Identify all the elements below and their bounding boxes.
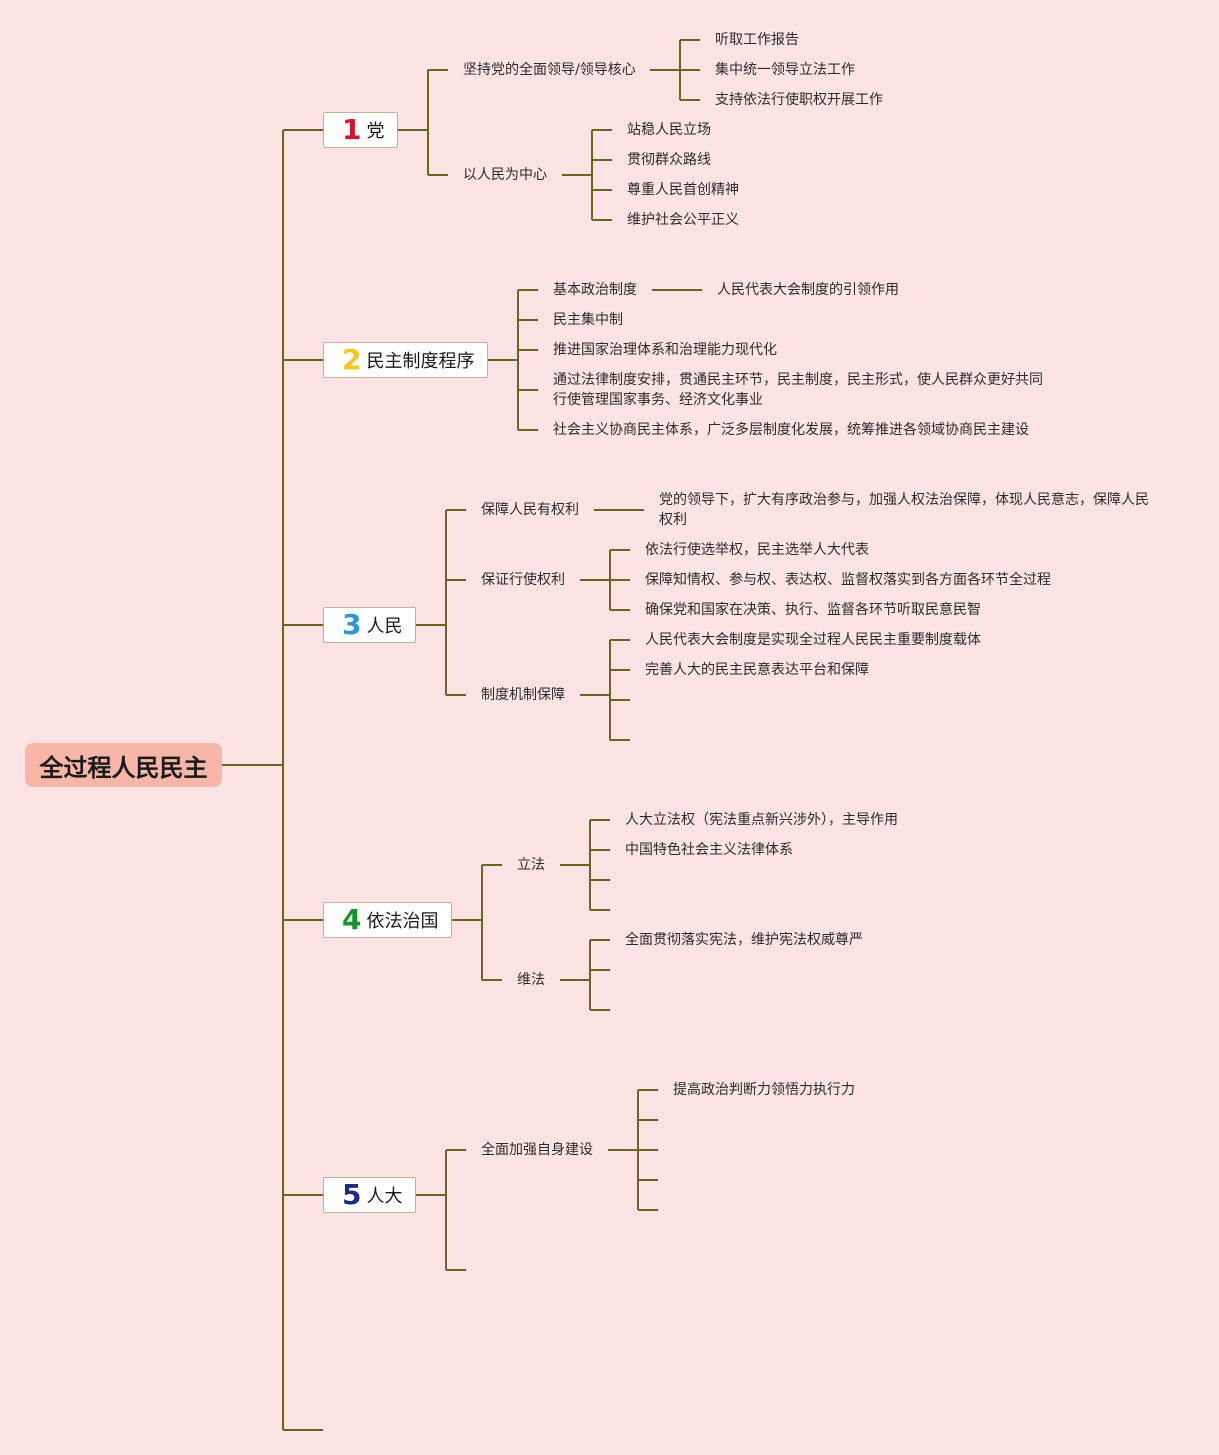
branch-5-topic[interactable]: 5 人大 bbox=[323, 1177, 416, 1213]
leaf-topic[interactable]: 人大立法权（宪法重点新兴涉外），主导作用 bbox=[625, 812, 898, 828]
leaf-topic[interactable]: 确保党和国家在决策、执行、监督各环节听取民意民智 bbox=[645, 602, 981, 618]
subtopic[interactable]: 民主集中制 bbox=[553, 312, 623, 328]
subtopic[interactable]: 全面加强自身建设 bbox=[481, 1142, 593, 1158]
subtopic[interactable]: 基本政治制度 bbox=[553, 282, 637, 298]
leaf-topic[interactable]: 全面贯彻落实宪法，维护宪法权威尊严 bbox=[625, 932, 863, 948]
leaf-topic[interactable]: 维护社会公平正义 bbox=[627, 212, 739, 228]
subtopic[interactable]: 维法 bbox=[517, 972, 545, 988]
subtopic[interactable]: 立法 bbox=[517, 857, 545, 873]
leaf-topic[interactable]: 听取工作报告 bbox=[715, 32, 799, 48]
branch-2-label: 民主制度程序 bbox=[366, 351, 475, 372]
number-4-icon: 4 bbox=[342, 903, 362, 936]
leaf-topic[interactable]: 党的领导下，扩大有序政治参与，加强人权法治保障，体现人民意志，保障人民权利 bbox=[659, 492, 1149, 528]
number-5-icon: 5 bbox=[342, 1178, 362, 1211]
subtopic[interactable]: 坚持党的全面领导/领导核心 bbox=[463, 62, 636, 78]
leaf-topic[interactable]: 人民代表大会制度的引领作用 bbox=[717, 282, 899, 298]
leaf-topic[interactable]: 集中统一领导立法工作 bbox=[715, 62, 855, 78]
branch-2-topic[interactable]: 2 民主制度程序 bbox=[323, 342, 488, 378]
subtopic[interactable]: 以人民为中心 bbox=[463, 167, 547, 183]
subtopic[interactable]: 通过法律制度安排，贯通民主环节，民主制度，民主形式，使人民群众更好共同行使管理国… bbox=[553, 372, 1043, 408]
leaf-topic[interactable]: 提高政治判断力领悟力执行力 bbox=[673, 1082, 855, 1098]
subtopic[interactable]: 推进国家治理体系和治理能力现代化 bbox=[553, 342, 777, 358]
branch-4-label: 依法治国 bbox=[366, 911, 439, 932]
leaf-topic[interactable]: 尊重人民首创精神 bbox=[627, 182, 739, 198]
root-topic[interactable]: 全过程人民民主 bbox=[25, 743, 222, 787]
leaf-topic[interactable]: 完善人大的民主民意表达平台和保障 bbox=[645, 662, 869, 678]
subtopic[interactable]: 制度机制保障 bbox=[481, 687, 565, 703]
branch-1-topic[interactable]: 1 党 bbox=[323, 112, 398, 148]
leaf-topic[interactable]: 人民代表大会制度是实现全过程人民民主重要制度载体 bbox=[645, 632, 981, 648]
branch-5-label: 人大 bbox=[366, 1186, 403, 1207]
branch-4-topic[interactable]: 4 依法治国 bbox=[323, 902, 452, 938]
subtopic[interactable]: 保障人民有权利 bbox=[481, 502, 579, 518]
number-1-icon: 1 bbox=[342, 113, 362, 146]
branch-3-label: 人民 bbox=[366, 616, 403, 637]
leaf-topic[interactable]: 依法行使选举权，民主选举人大代表 bbox=[645, 542, 869, 558]
leaf-topic[interactable]: 支持依法行使职权开展工作 bbox=[715, 92, 883, 108]
leaf-topic[interactable]: 中国特色社会主义法律体系 bbox=[625, 842, 793, 858]
subtopic[interactable]: 社会主义协商民主体系，广泛多层制度化发展，统筹推进各领域协商民主建设 bbox=[553, 422, 1029, 438]
number-3-icon: 3 bbox=[342, 608, 362, 641]
subtopic[interactable]: 保证行使权利 bbox=[481, 572, 565, 588]
leaf-topic[interactable]: 保障知情权、参与权、表达权、监督权落实到各方面各环节全过程 bbox=[645, 572, 1051, 588]
branch-1-label: 党 bbox=[366, 121, 385, 142]
number-2-icon: 2 bbox=[342, 343, 362, 376]
leaf-topic[interactable]: 站稳人民立场 bbox=[627, 122, 711, 138]
branch-3-topic[interactable]: 3 人民 bbox=[323, 607, 416, 643]
leaf-topic[interactable]: 贯彻群众路线 bbox=[627, 152, 711, 168]
